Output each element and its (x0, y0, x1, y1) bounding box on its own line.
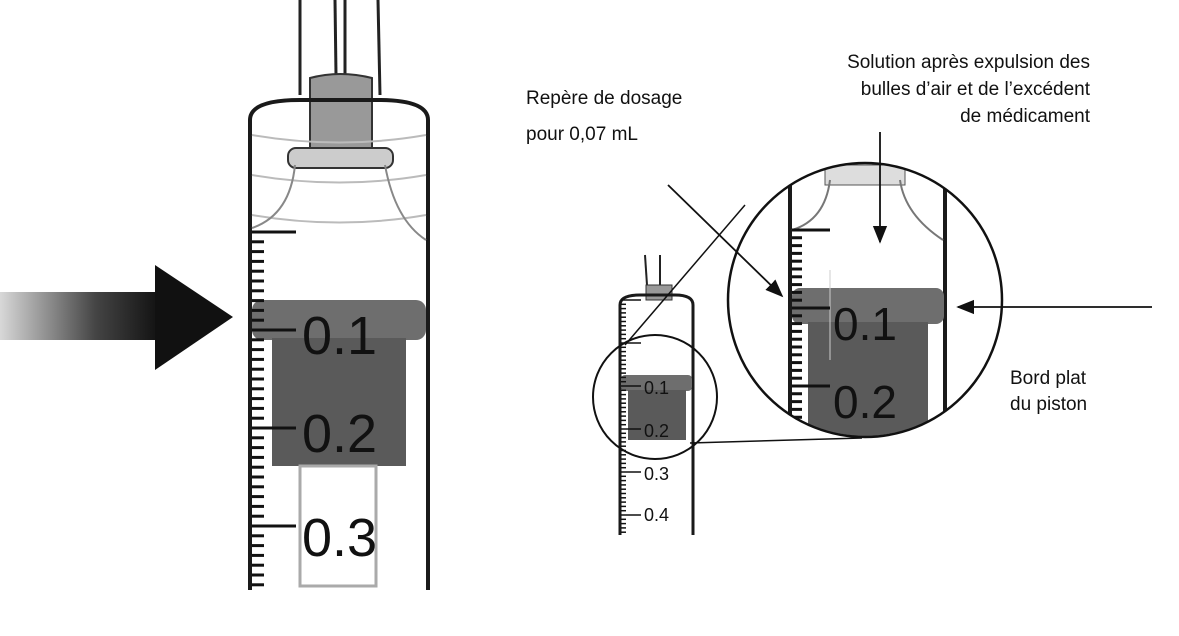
piston-label: Bord plat (1010, 368, 1087, 389)
magnified-view: 0.1 0.2 (726, 161, 1004, 439)
scale-label: 0.2 (644, 421, 669, 441)
needle (298, 0, 382, 96)
left-syringe: 0.1 0.2 0.3 (248, 0, 430, 590)
dose-mark-label: pour 0,07 mL (526, 124, 638, 145)
magnified-scale-label: 0.2 (833, 376, 897, 428)
dose-mark-arrow (667, 184, 784, 298)
right-syringe: 0.1 0.2 0.3 0.4 (592, 254, 718, 535)
scale-label: 0.3 (644, 464, 669, 484)
dose-mark-label: Repère de dosage (526, 88, 682, 109)
piston-label: du piston (1010, 394, 1087, 415)
scale-label: 0.1 (302, 306, 377, 366)
scale-label: 0.4 (644, 505, 669, 525)
scale-label: 0.2 (302, 404, 377, 464)
pointing-arrow-icon (0, 265, 233, 370)
scale-label: 0.3 (302, 508, 377, 568)
magnify-source-circle (592, 334, 718, 460)
needle-hub (309, 73, 373, 161)
solution-label: Solution après expulsion des (847, 52, 1090, 73)
solution-label: de médicament (960, 106, 1091, 127)
magnified-scale-label: 0.1 (833, 298, 897, 350)
solution-label: bulles d’air et de l’excédent (861, 79, 1091, 100)
plunger-body (272, 338, 406, 466)
scale-label: 0.1 (644, 378, 669, 398)
